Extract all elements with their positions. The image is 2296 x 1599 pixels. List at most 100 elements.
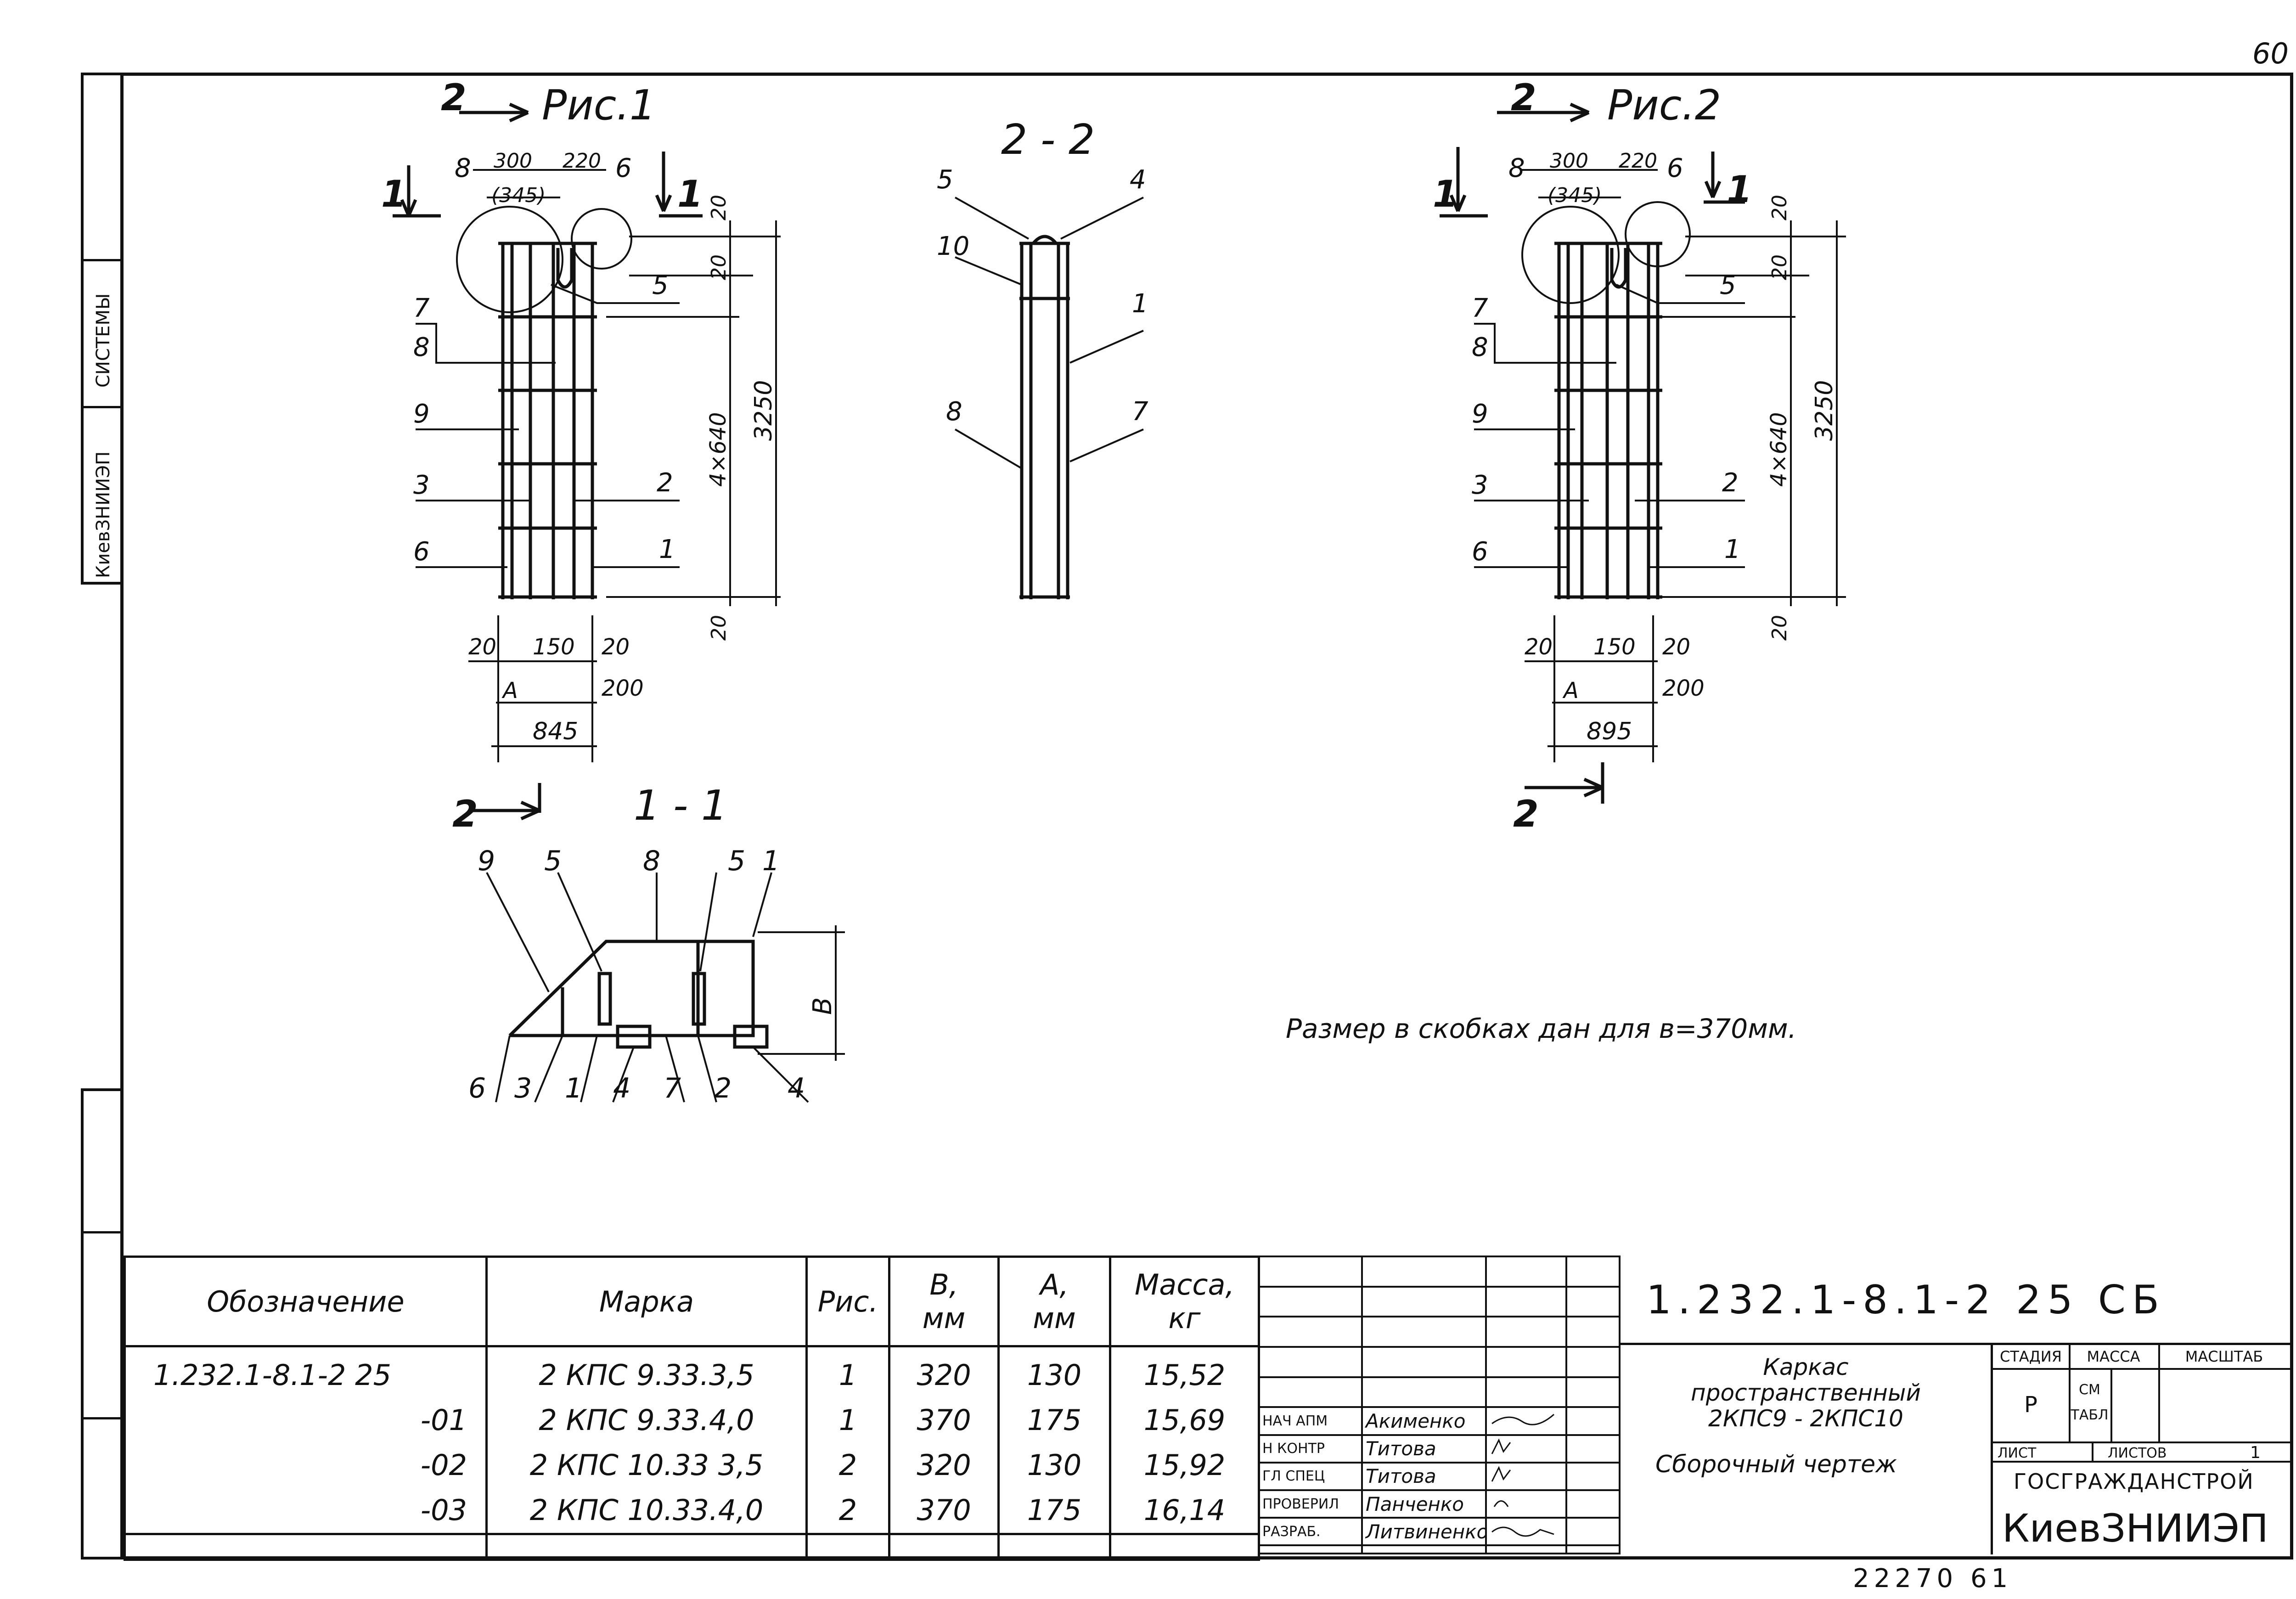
size-note: Размер в скобках дан для в=370мм. <box>1286 1013 1796 1044</box>
fig2-section-arrow <box>1497 102 1590 123</box>
fig2-leader-line-7-8 <box>1474 323 1616 364</box>
col-mass: 15,52 15,69 15,92 16,14 <box>1109 1346 1260 1534</box>
fig2-leader-6: 6 <box>1667 153 1683 183</box>
cell-mark: 2 КПС 10.33.4,0 <box>529 1493 764 1527</box>
fig1-dim-b150: 150 <box>533 634 575 660</box>
header-mass-unit: кг <box>1168 1301 1201 1335</box>
fig1-top-dim-lines <box>473 169 606 198</box>
cell-designation: -02 <box>420 1448 467 1482</box>
cell-mark: 2 КПС 9.33.3,5 <box>539 1358 754 1392</box>
fig2-title: Рис.2 <box>1607 81 1721 129</box>
sig-name: Титова <box>1361 1461 1487 1491</box>
fig2-hook <box>1610 248 1627 289</box>
sig-role: Н КОНТР <box>1258 1434 1363 1464</box>
header-a: А,мм <box>997 1256 1111 1347</box>
org-ministry: ГОСГРАЖДАНСТРОЙ <box>2014 1469 2254 1494</box>
signature-scribble-icon <box>1493 1500 1509 1507</box>
fig2-dim-20b: 20 <box>1768 254 1791 280</box>
cell-fig: 1 <box>838 1358 857 1392</box>
header-a-label: А, <box>1040 1268 1069 1301</box>
title-description: Каркас пространственный 2КПС9 - 2КПС10 С… <box>1619 1345 1993 1554</box>
sig-empty <box>1565 1346 1621 1378</box>
fig2-section-label: 2 <box>1511 76 1536 119</box>
cell-mass: 16,14 <box>1143 1493 1226 1527</box>
fig2-dim-20c: 20 <box>1768 615 1791 641</box>
stage-label: СТАДИЯ <box>1993 1345 2071 1370</box>
sig-empty <box>1565 1489 1621 1519</box>
sheet-label: ЛИСТ <box>1998 1445 2037 1461</box>
spec-header-row: Обозначение Марка Рис. В,мм А,мм Масса,к… <box>124 1256 1260 1347</box>
header-mass-label: Масса, <box>1134 1268 1235 1301</box>
signature-row: ПРОВЕРИЛ Панченко <box>1258 1489 1621 1519</box>
section-2-2-leaders <box>954 197 1144 469</box>
title-block: 1.232.1-8.1-2 25 СБ Каркас пространствен… <box>1619 1256 2290 1554</box>
signature-row: Н КОНТР Титова <box>1258 1434 1621 1464</box>
sig-empty <box>1565 1316 1621 1348</box>
sig-empty <box>1485 1256 1567 1288</box>
fig1-dim-b200: 200 <box>602 676 644 701</box>
section-1-1-bottom-7: 7 <box>664 1072 681 1104</box>
fig2-cut-label-left: 1 <box>1433 173 1458 215</box>
fig1-dim-20b: 20 <box>707 254 731 280</box>
sig-empty <box>1565 1406 1621 1436</box>
fig1-dim-b20r: 20 <box>602 634 630 660</box>
fig2-leader-2: 2 <box>1722 468 1739 498</box>
cell-b: 320 <box>917 1358 971 1392</box>
fig2-dim-345: (345) <box>1548 184 1602 207</box>
fig2-dim-step: 4×640 <box>1766 412 1792 487</box>
sig-empty <box>1565 1517 1621 1547</box>
signature-table: НАЧ АПМ Акименко Н КОНТР Титова ГЛ СПЕЦ … <box>1258 1256 1621 1554</box>
signature-scribble-icon <box>1491 1414 1554 1426</box>
col-a: 130 175 130 175 <box>997 1346 1111 1534</box>
section-1-1-bottom-3: 3 <box>514 1072 532 1104</box>
sig-role: РАЗРАБ. <box>1258 1517 1363 1547</box>
mass-empty <box>2112 1368 2160 1441</box>
fig2-dim-b200: 200 <box>1662 676 1705 701</box>
sig-empty <box>1565 1461 1621 1491</box>
cell-mass: 15,69 <box>1143 1403 1226 1437</box>
fig1-leader-6b: 6 <box>413 537 430 567</box>
fig1-lower-section-label: 2 <box>452 793 478 835</box>
description-text: Каркас пространственный 2КПС9 - 2КПС10 <box>1619 1354 1993 1431</box>
org-institute: КиевЗНИИЭП <box>2002 1506 2268 1551</box>
section-1-1: 1 - 1 В 9 5 8 5 1 6 3 1 4 7 2 4 <box>468 782 845 1104</box>
section-2-2-leader-4: 4 <box>1130 165 1146 195</box>
fig1-bottom-dim-lines <box>468 615 597 762</box>
signature-row: НАЧ АПМ Акименко <box>1258 1406 1621 1436</box>
left-strip: КиевЗНИИЭП СИСТЕМЫ <box>81 73 120 585</box>
sig-mark <box>1485 1406 1567 1436</box>
section-1-1-bottom-2: 2 <box>714 1072 732 1104</box>
fig1-leader-3: 3 <box>413 470 430 500</box>
fig1-section-arrow <box>459 102 529 123</box>
sig-empty <box>1485 1346 1567 1378</box>
sig-empty <box>1258 1316 1363 1348</box>
sig-empty <box>1485 1544 1567 1554</box>
fig2-dim-220: 220 <box>1619 149 1657 173</box>
fig2-leader-8: 8 <box>1508 153 1525 183</box>
section-1-1-dim-b: В <box>808 997 838 1015</box>
fig2-drawing: 2 Рис.2 1 1 300 (345) 220 8 6 20 20 4×64… <box>1433 76 1846 835</box>
header-mark: Марка <box>485 1256 808 1347</box>
mass-value-line2: ТАБЛ <box>2071 1407 2109 1423</box>
sig-empty <box>1258 1376 1363 1408</box>
fig2-dim-300: 300 <box>1550 149 1588 173</box>
left-strip-lower <box>81 1088 120 1560</box>
section-1-1-top-leaders <box>486 872 772 992</box>
signature-row: РАЗРАБ. Литвиненко <box>1258 1517 1621 1547</box>
fig2-leader-8b: 8 <box>1472 332 1488 362</box>
cell-b: 370 <box>917 1403 971 1437</box>
sig-name: Панченко <box>1361 1489 1487 1519</box>
empty-cell <box>805 1533 890 1561</box>
cell-a: 175 <box>1027 1403 1082 1437</box>
header-b-label: В, <box>929 1268 958 1301</box>
bottom-code: 22270 61 <box>1853 1564 2013 1593</box>
fig1-hook <box>556 248 574 289</box>
fig1-dim-845: 845 <box>533 718 578 745</box>
section-2-2-leader-8: 8 <box>946 397 962 427</box>
sig-role: НАЧ АПМ <box>1258 1406 1363 1436</box>
cell-mark: 2 КПС 9.33.4,0 <box>539 1403 754 1437</box>
col-fig: 1 1 2 2 <box>805 1346 890 1534</box>
section-2-2-outline <box>1019 242 1070 599</box>
fig2-leader-3: 3 <box>1472 470 1488 500</box>
fig1-dim-b20l: 20 <box>468 634 496 660</box>
